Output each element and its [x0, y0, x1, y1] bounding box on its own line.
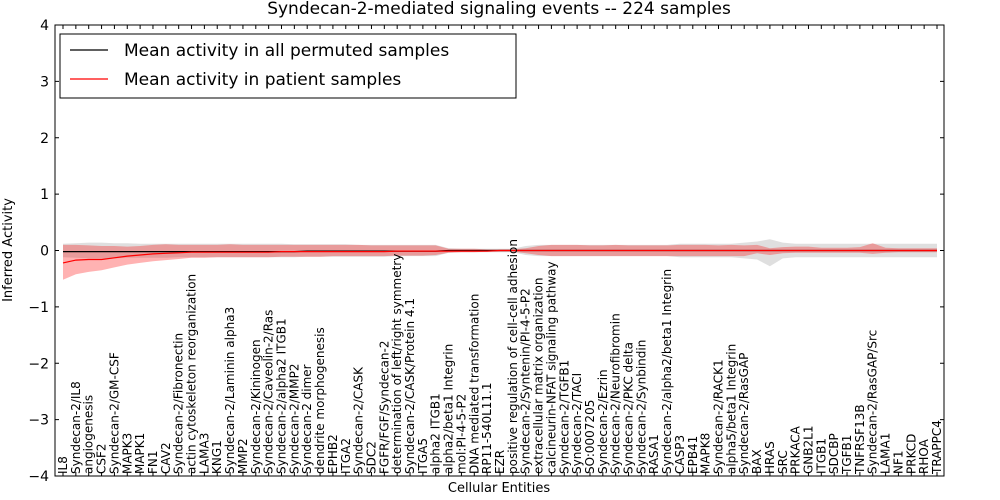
x-axis-label: Cellular Entities	[448, 481, 550, 496]
x-tick-label: CAV2	[159, 442, 173, 474]
x-tick-label: DNA mediated transformation	[467, 294, 481, 474]
x-tick-label: Syndecan-2/RasGAP	[737, 353, 751, 474]
legend-label-permuted: Mean activity in all permuted samples	[124, 41, 449, 61]
x-tick-label: TGFB1	[840, 435, 854, 475]
x-tick-label: extracellular matrix organization	[532, 278, 546, 475]
x-tick-label: Syndecan-2/IL8	[69, 381, 83, 474]
x-tick-label: NF1	[891, 450, 905, 474]
chart-title: Syndecan-2-mediated signaling events -- …	[267, 0, 731, 19]
legend: Mean activity in all permuted samples Me…	[59, 33, 517, 99]
x-tick-label: EPHB2	[326, 434, 340, 474]
x-tick-label: Syndecan-2/CASK	[352, 366, 366, 474]
x-tick-label: Syndecan-2/alpha2 ITGB1	[275, 318, 289, 474]
x-tick-label: SDCBP	[827, 433, 841, 474]
x-axis: IL8Syndecan-2/IL8angiogenesisCSF2Syndeca…	[56, 25, 944, 476]
band-permuted	[63, 239, 937, 267]
x-tick-label: MAPK1	[133, 433, 147, 474]
x-tick-label: FN1	[146, 450, 160, 474]
x-tick-label: Syndecan-2/Caveolin-2/Ras	[262, 310, 276, 474]
legend-label-patient: Mean activity in patient samples	[124, 70, 401, 90]
x-tick-label: HRAS	[763, 441, 777, 474]
x-tick-label: RP11-540L11.1	[480, 383, 494, 474]
band-patient	[63, 243, 937, 280]
y-tick-label: 1	[40, 187, 49, 203]
x-tick-label: FGFR/FGF/Syndecan-2	[377, 341, 391, 474]
x-tick-label: mol:PI-4-5-P2	[454, 394, 468, 474]
x-tick-label: BAX	[750, 449, 764, 474]
x-tick-label: alpha2 ITGB1	[429, 393, 443, 474]
x-tick-label: Syndecan-2/Fibronectin	[172, 333, 186, 474]
x-tick-label: Syndecan-2/Ezrin	[596, 369, 610, 474]
x-tick-label: EPB41	[686, 436, 700, 474]
y-tick-label: 4	[40, 18, 49, 34]
y-tick-label: −1	[28, 300, 49, 316]
x-tick-label: MMP2	[236, 438, 250, 474]
x-tick-label: SRC	[776, 450, 790, 474]
x-tick-label: positive regulation of cell-cell adhesio…	[506, 239, 520, 474]
x-tick-label: Syndecan-2/GM-CSF	[107, 352, 121, 474]
x-tick-label: EZR	[493, 450, 507, 474]
x-tick-label: PRKCD	[904, 434, 918, 474]
x-tick-label: alpha5/beta1 Integrin	[724, 344, 738, 474]
x-tick-label: actin cytoskeleton reorganization	[185, 274, 199, 474]
x-tick-label: Syndecan-2/PKC delta	[622, 342, 636, 474]
x-tick-label: Syndecan-2 dimer	[300, 364, 314, 474]
x-tick-label: Syndecan-2/TACI	[570, 373, 584, 474]
x-tick-label: Syndecan-2/Kininogen	[249, 339, 263, 474]
x-tick-label: dendrite morphogenesis	[313, 327, 327, 474]
x-tick-label: Syndecan-2/TGFB1	[557, 360, 571, 474]
legend-box	[59, 33, 517, 99]
x-tick-label: TRAPPC4	[930, 420, 944, 475]
x-tick-label: determination of left/right symmetry	[390, 254, 404, 474]
x-tick-label: PRKACA	[789, 425, 803, 474]
x-tick-label: Syndecan-2/Neurofibromin	[609, 313, 623, 474]
x-tick-label: angiogenesis	[82, 395, 96, 474]
x-tick-label: SDC2	[365, 441, 379, 474]
x-tick-label: TNFRSF13B	[853, 404, 867, 475]
x-tick-label: RASA1	[647, 434, 661, 474]
y-tick-label: 0	[40, 244, 49, 260]
plot-area	[62, 239, 937, 280]
line-patient	[62, 249, 937, 264]
x-tick-label: ITGA2	[339, 438, 353, 474]
x-tick-label: CSF2	[95, 443, 109, 474]
x-tick-label: Syndecan-2/Syntenin/PI-4-5-P2	[519, 288, 533, 474]
x-tick-label: Syndecan-2/RACK1	[712, 359, 726, 474]
x-tick-label: SO:0007205	[583, 400, 597, 474]
x-tick-label: LAMA3	[197, 433, 211, 474]
y-tick-label: 3	[40, 74, 49, 90]
x-tick-label: Syndecan-2/Laminin alpha3	[223, 307, 237, 474]
x-tick-label: Syndecan-2/RasGAP/Src	[866, 330, 880, 474]
y-axis-label: Inferred Activity	[1, 198, 16, 302]
x-tick-label: MAPK3	[120, 433, 134, 474]
x-tick-label: Syndecan-2/alpha2/beta1 Integrin	[660, 269, 674, 474]
x-tick-label: alpha2/beta1 Integrin	[442, 344, 456, 474]
y-axis: 4 3 2 1 0 −1 −2 −3 −4	[28, 18, 944, 485]
x-tick-label: Syndecan-2/MMP2	[287, 364, 301, 474]
x-tick-label: CASP3	[673, 435, 687, 474]
x-tick-label: RHOA	[917, 438, 931, 474]
x-tick-label: LAMA1	[879, 433, 893, 474]
x-tick-label: MAPK8	[699, 433, 713, 474]
y-tick-label: 2	[40, 131, 49, 147]
y-tick-label: −2	[28, 356, 49, 372]
x-tick-label: Syndecan-2/Synbindin	[634, 340, 648, 474]
x-tick-label: ITGA5	[416, 438, 430, 474]
y-tick-label: −3	[28, 413, 49, 429]
x-tick-label: GNB2L1	[802, 426, 816, 474]
x-tick-label: Syndecan-2/CASK/Protein 4.1	[403, 298, 417, 474]
x-tick-label: KNG1	[210, 440, 224, 474]
y-tick-label: −4	[28, 469, 49, 485]
x-tick-label: calcineurin-NFAT signaling pathway	[544, 261, 558, 474]
x-tick-label: ITGB1	[814, 438, 828, 474]
x-tick-label: IL8	[56, 456, 70, 474]
